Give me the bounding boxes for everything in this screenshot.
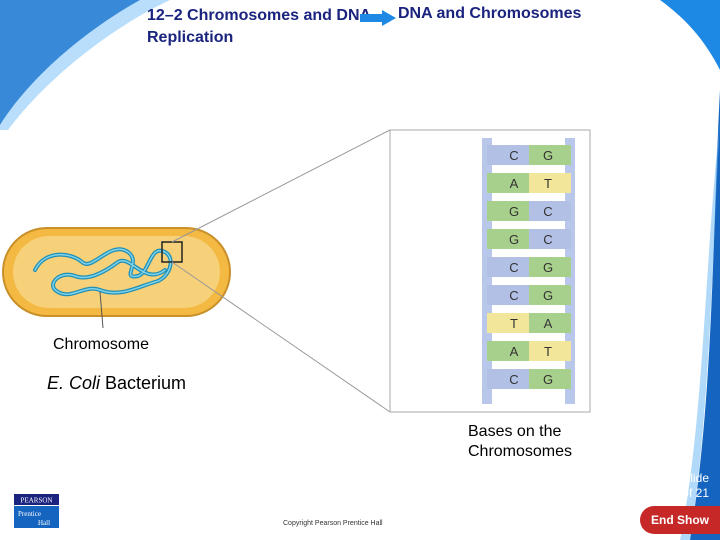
base-right	[529, 313, 571, 333]
svg-text:Hall: Hall	[38, 519, 50, 527]
slide-counter-value: 4 of 21	[672, 486, 709, 500]
header-swoosh	[0, 0, 720, 130]
base-right	[529, 229, 571, 249]
base-left	[487, 145, 529, 165]
svg-text:PEARSON: PEARSON	[21, 497, 53, 505]
side-swoosh	[680, 90, 720, 540]
base-left	[487, 285, 529, 305]
base-right	[529, 257, 571, 277]
base-left-letter: C	[509, 372, 518, 387]
slide-counter: Slide 4 of 21	[649, 471, 709, 501]
base-left	[487, 369, 529, 389]
base-left-letter: C	[509, 148, 518, 163]
arrow-right-icon	[360, 10, 396, 26]
end-show-button[interactable]: End Show	[640, 506, 720, 534]
base-left	[487, 201, 529, 221]
base-right	[529, 173, 571, 193]
svg-text:Prentice: Prentice	[18, 510, 41, 518]
base-right-letter: G	[543, 148, 553, 163]
base-right-letter: G	[543, 372, 553, 387]
chromosome-label: Chromosome	[53, 336, 150, 353]
base-right-letter: C	[543, 204, 552, 219]
base-left-letter: T	[510, 316, 518, 331]
base-left-letter: A	[510, 344, 519, 359]
section-title: 12–2 Chromosomes and DNA Replication	[147, 7, 371, 46]
base-right	[529, 201, 571, 221]
base-left	[487, 229, 529, 249]
base-right	[529, 285, 571, 305]
pearson-logo: PEARSON Prentice Hall	[14, 494, 59, 528]
base-left-letter: A	[510, 176, 519, 191]
base-left	[487, 341, 529, 361]
base-right-letter: G	[543, 260, 553, 275]
base-left-letter: C	[509, 260, 518, 275]
base-right-letter: T	[544, 344, 552, 359]
copyright-text: Copyright Pearson Prentice Hall	[283, 520, 383, 527]
base-left	[487, 257, 529, 277]
base-right-letter: C	[543, 232, 552, 247]
base-left-letter: G	[509, 232, 519, 247]
base-right	[529, 369, 571, 389]
base-right	[529, 145, 571, 165]
base-right-letter: A	[544, 316, 553, 331]
base-right-letter: G	[543, 288, 553, 303]
slide-counter-label: Slide	[682, 471, 709, 485]
slide-topic: DNA and Chromosomes	[398, 5, 582, 22]
base-left-letter: C	[509, 288, 518, 303]
base-left	[487, 313, 529, 333]
base-right-letter: T	[544, 176, 552, 191]
base-left	[487, 173, 529, 193]
base-right	[529, 341, 571, 361]
bacterium-name-italic: E. Coli	[47, 373, 101, 393]
bacterium-label: E. Coli Bacterium	[47, 373, 186, 394]
bacterium-name-rest: Bacterium	[100, 373, 187, 393]
base-left-letter: G	[509, 204, 519, 219]
bases-label: Bases on the Chromosomes	[468, 423, 573, 460]
